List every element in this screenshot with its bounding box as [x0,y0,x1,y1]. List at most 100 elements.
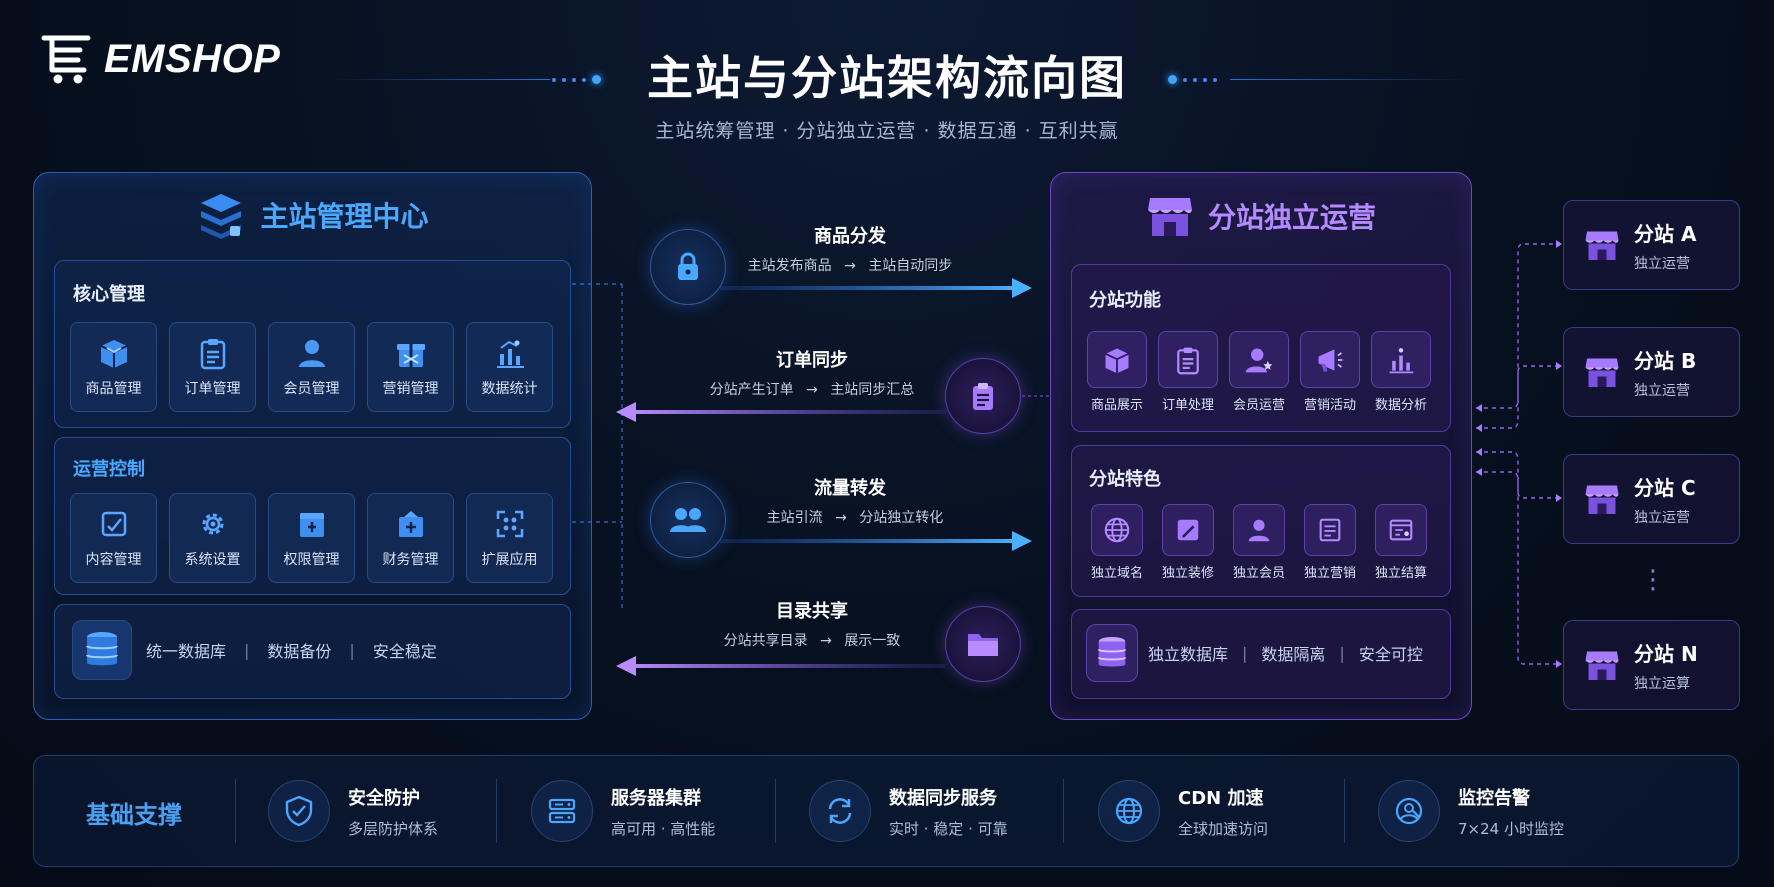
clipboard-icon [973,383,993,410]
tile-label: 系统设置 [184,552,241,568]
branch-db-part-2: 数据隔离 [1261,645,1326,664]
branch-card-n[interactable]: 分站 N 独立运算 [1563,620,1740,710]
sync-icon [828,798,852,824]
branch-db-row: 独立数据库 | 数据隔离 | 安全可控 [1086,624,1423,682]
folder-icon [968,634,998,656]
branch-card-c[interactable]: 分站 C 独立运营 [1563,454,1740,544]
core-management-heading: 核心管理 [73,284,145,305]
branch-card-b[interactable]: 分站 B 独立运营 [1563,327,1740,417]
tile-order-processing[interactable]: 订单处理 [1158,331,1218,413]
tile-member-management[interactable]: 会员管理 [268,322,355,412]
tile-product-display[interactable]: 商品展示 [1087,331,1147,413]
branch-card-text: 分站 C 独立运营 [1634,472,1696,527]
document-icon [1319,518,1341,541]
flow-traffic-desc: 主站引流 → 分站独立转化 [766,510,944,526]
tile-icon-box [1233,503,1285,556]
footer-icon-circle [1098,780,1160,842]
footer-icon-circle [531,780,593,842]
tile-icon-box [1229,331,1289,388]
main-station-title: 主站管理中心 [33,190,592,240]
tile-system-settings[interactable]: 系统设置 [169,493,256,583]
main-db-part-2: 数据备份 [267,642,332,661]
tile-label: 营销活动 [1303,398,1356,413]
storefront-icon [1147,198,1192,236]
flow-order-arrow [616,402,946,422]
footer-item-monitoring[interactable]: 监控告警 7×24 小时监控 [1378,780,1564,842]
gift-icon [396,344,425,367]
tile-permission-management[interactable]: 权限管理 [268,493,355,583]
tile-label: 商品管理 [85,381,142,397]
tile-label: 财务管理 [382,552,439,568]
flow-product-arrow [720,278,1032,298]
tile-label: 独立结算 [1374,565,1427,581]
branch-card-text: 分站 N 独立运算 [1634,638,1698,693]
separator: | [1242,643,1248,663]
tile-independent-marketing[interactable]: 独立营销 [1300,502,1360,582]
cart-logo-icon [41,35,91,84]
logo-text: EMSHOP [104,36,281,81]
branch-db-part-1: 独立数据库 [1148,645,1229,664]
logo[interactable]: EMSHOP [40,32,280,86]
main-station-connectors [572,283,623,610]
branch-card-text: 分站 A 独立运营 [1634,218,1696,273]
clipboard-icon [200,339,225,370]
branch-station-title-text: 分站独立运营 [1207,201,1376,234]
footer-item-sub: 高可用 · 高性能 [611,819,716,838]
branch-status: 独立运营 [1634,509,1690,526]
footer-icon-circle [809,780,871,842]
tile-independent-member[interactable]: 独立会员 [1229,502,1289,582]
footer-icon-circle [1378,780,1440,842]
receipt-icon [1389,519,1413,540]
flow-catalog-circle[interactable] [945,606,1021,682]
globe-icon [1115,797,1143,825]
tile-independent-settlement[interactable]: 独立结算 [1371,502,1431,582]
tile-product-management[interactable]: 商品管理 [70,322,157,412]
flow-product-circle[interactable] [650,229,726,305]
tile-marketing-management[interactable]: 营销管理 [367,322,454,412]
tile-extension-apps[interactable]: 扩展应用 [466,493,553,583]
tile-member-operation[interactable]: 会员运营 [1229,331,1289,413]
bar-chart-icon [1389,347,1414,373]
branch-db-part-3: 安全可控 [1358,645,1423,664]
clipboard-icon [1177,347,1199,374]
footer-item-server-cluster[interactable]: 服务器集群 高可用 · 高性能 [531,780,715,842]
flow-traffic-title: 流量转发 [814,478,886,499]
branch-status: 独立运营 [1634,382,1690,399]
footer-divider [1063,779,1064,843]
user-icon [1248,519,1270,541]
expand-icon [496,510,523,538]
main-db-part-1: 统一数据库 [146,642,227,661]
footer-item-sub: 7×24 小时监控 [1458,819,1564,838]
monitor-icon [1395,797,1423,825]
footer-item-text: 服务器集群 高可用 · 高性能 [611,784,715,839]
tile-independent-domain[interactable]: 独立域名 [1087,502,1147,582]
flow-product-title: 商品分发 [814,226,886,247]
tile-finance-management[interactable]: 财务管理 [367,493,454,583]
tile-independent-decoration[interactable]: 独立装修 [1158,502,1218,582]
footer-item-sub: 多层防护体系 [348,819,439,838]
footer-item-security[interactable]: 安全防护 多层防护体系 [268,780,438,842]
flow-traffic-circle[interactable] [650,482,726,558]
branch-name: 分站 A [1634,221,1697,246]
tile-marketing-activities[interactable]: 营销活动 [1300,331,1360,413]
footer-divider [1344,779,1345,843]
footer-item-cdn[interactable]: CDN 加速 全球加速访问 [1098,780,1268,842]
branch-station-title: 分站独立运营 [1050,192,1472,240]
flow-order-circle[interactable] [945,358,1021,434]
main-db-icon-box [72,620,132,680]
footer-item-data-sync[interactable]: 数据同步服务 实时 · 稳定 · 可靠 [809,780,1008,842]
tile-data-analysis[interactable]: 数据分析 [1371,331,1431,413]
branch-card-a[interactable]: 分站 A 独立运营 [1563,200,1740,290]
megaphone-icon [1318,348,1343,371]
tile-content-management[interactable]: 内容管理 [70,493,157,583]
tile-order-management[interactable]: 订单管理 [169,322,256,412]
globe-icon [1104,517,1130,542]
flow-catalog-arrow [616,656,946,676]
storefront-icon [1585,358,1619,387]
tile-icon-box [1304,503,1356,556]
main-station-title-text: 主站管理中心 [260,200,429,233]
tile-data-statistics[interactable]: 数据统计 [466,322,553,412]
footer-item-sub: 全球加速访问 [1178,819,1269,838]
box-icon [100,340,127,368]
page-title: 主站与分站架构流向图 [647,51,1127,105]
